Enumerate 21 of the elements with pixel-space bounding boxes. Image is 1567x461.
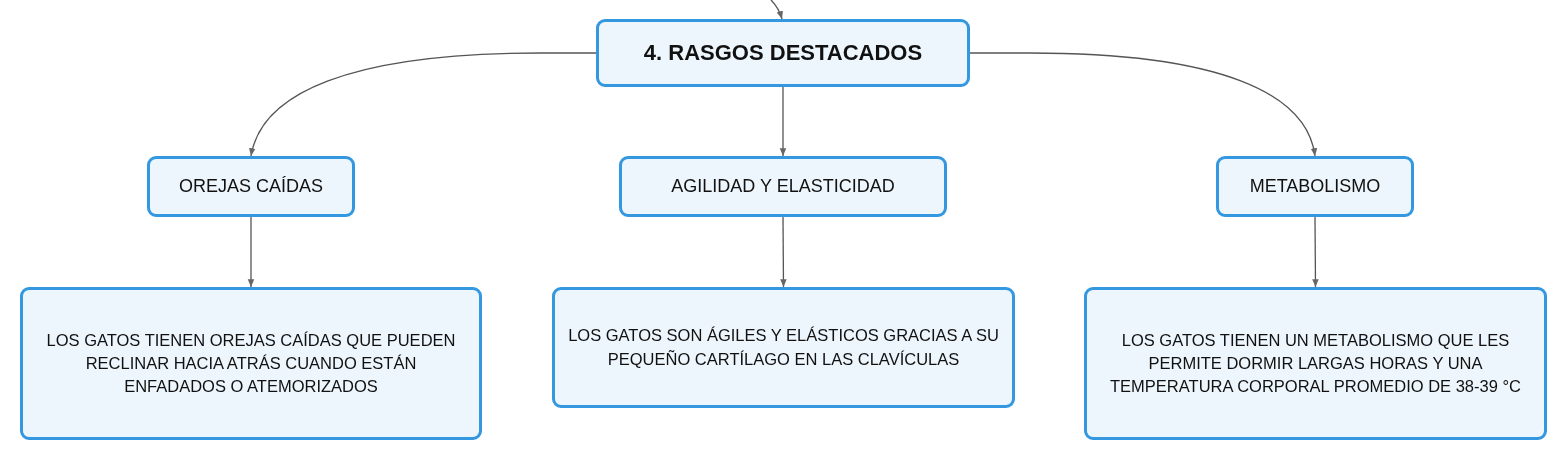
subtopic-box bbox=[619, 156, 947, 217]
description-text: LOS GATOS SON ÁGILES Y ELÁSTICOS GRACIAS A SU PEQUEÑO CARTÍLAGO EN LAS CLAVÍCULAS bbox=[567, 325, 1000, 370]
connector-arrow bbox=[249, 52, 597, 157]
topic-label: 4. RASGOS DESTACADOS bbox=[643, 39, 923, 67]
description-box bbox=[1084, 287, 1547, 440]
connector-arrow bbox=[779, 86, 787, 157]
description-text: LOS GATOS TIENEN UN METABOLISMO QUE LES PERMITE DORMIR LARGAS HORAS Y UNA TEMPERATURA CORPORAL PROMEDIO DE 38-39 °C bbox=[1109, 329, 1522, 398]
topic-box bbox=[596, 19, 970, 87]
topic-label: AGILIDAD Y ELASTICIDAD bbox=[671, 175, 895, 198]
connector-arrow bbox=[247, 216, 255, 288]
description-text: LOS GATOS TIENEN OREJAS CAÍDAS QUE PUEDEN RECLINAR HACIA ATRÁS CUANDO ESTÁN ENFADADOS O ATEMORIZADOS bbox=[45, 329, 457, 398]
topic-label: OREJAS CAÍDAS bbox=[178, 175, 323, 198]
subtopic-box bbox=[147, 156, 355, 217]
description-box bbox=[20, 287, 482, 440]
description-box bbox=[552, 287, 1015, 408]
connector-arrow bbox=[780, 216, 787, 288]
subtopic-box bbox=[1216, 156, 1414, 217]
topic-label: METABOLISMO bbox=[1249, 175, 1381, 198]
connector-arrow bbox=[969, 52, 1317, 157]
connector-arrow bbox=[1312, 216, 1319, 288]
connector-arrow bbox=[770, 0, 783, 20]
